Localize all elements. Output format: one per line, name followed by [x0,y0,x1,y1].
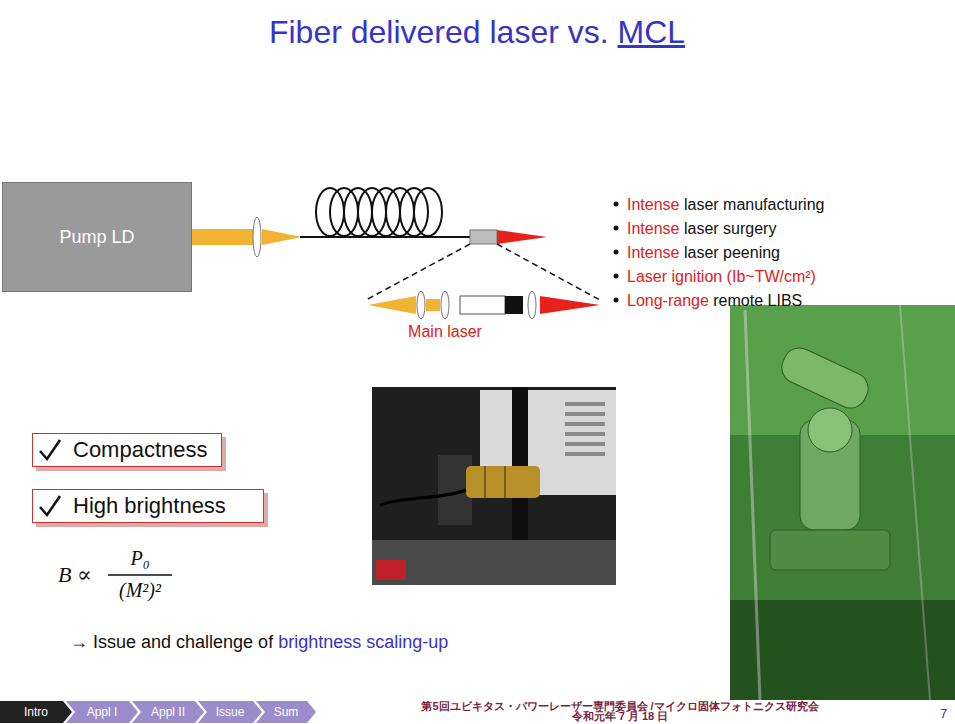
pump-beam-detail [426,299,440,311]
lens [253,217,261,257]
application-item: Long-range remote LIBS [627,291,802,310]
robot-base [770,530,890,570]
vent [565,452,605,456]
photo-ground [730,305,955,700]
lens [441,291,449,319]
tab-chevron [66,701,138,723]
bullet [614,298,619,303]
robot-arm [777,343,874,414]
page-number: 7 [940,706,947,722]
slide-title: Fiber delivered laser vs. MCL [269,14,685,51]
feature-box: High brightness [32,489,264,523]
tab-chevron [198,701,262,723]
nav-tab: Issue [198,701,262,723]
vent [565,442,605,446]
vent [565,422,605,426]
node-label: Pump LD [59,227,134,248]
bullet [614,226,619,231]
robot-joint [808,408,852,452]
fraction-bar [108,574,172,576]
nav-tab: Intro [0,701,72,723]
vent [565,432,605,436]
fiber-coil [316,188,442,236]
bullet [614,202,619,207]
fiber-cable [380,490,466,505]
tab-chevron [132,701,204,723]
node-label: High brightness [73,493,226,519]
red-part [376,560,406,580]
nav-tab: Sum [256,701,316,723]
pump-beam-detail [368,296,416,314]
tab-chevron [0,701,72,723]
vent [565,402,605,406]
lab-photo [372,387,616,585]
nav-tab: Appl I [66,701,138,723]
feature-box: Compactness [32,433,222,467]
node-label: Intro [24,705,48,719]
lens [528,291,536,319]
gain-medium [460,296,505,314]
laser-head [470,230,497,244]
glass-edge [900,305,930,700]
holder-ring [504,466,506,498]
photo-ground [372,387,616,585]
application-item: Intense laser peening [627,243,780,262]
output-beam [540,296,600,314]
formula-term: (M²)² [119,578,161,602]
lens [417,291,425,319]
pump-diode-box: Pump LD [2,182,192,292]
formula-term: B ∝ [58,562,92,588]
node-label: Appl II [151,705,185,719]
holder-ring [484,466,486,498]
zoom-line [497,244,600,300]
coil-loop [414,188,442,236]
zoom-line [366,244,470,300]
saturable-absorber [505,296,523,314]
bullets [614,202,619,303]
green-photo [730,305,955,700]
output-beam [497,230,547,244]
glass-edge [745,310,760,700]
shadow-area [730,600,955,700]
node-label: Compactness [73,437,208,463]
pump-beam [192,229,254,245]
part-label: Main laser [408,322,482,341]
footer-text: 令和元年 7 月 18 日 [572,711,669,722]
nav-tab: Appl II [132,701,204,723]
tab-chevron [256,701,316,723]
vent [565,412,605,416]
node-label: Sum [274,705,299,719]
formula-term: P₀ [130,546,149,570]
note: → Issue and challenge of brightness scal… [70,632,448,654]
checkmark [40,440,60,459]
table [372,540,616,585]
checkmark [40,496,60,515]
node-label: Issue [216,705,245,719]
application-item: Intense laser manufacturing [627,195,824,214]
bullet [614,250,619,255]
application-item: Intense laser surgery [627,219,776,238]
node-label: Appl I [87,705,118,719]
brass-holder [466,466,540,498]
bullet [614,274,619,279]
application-item: Laser ignition (Ib~TW/cm²) [627,267,816,286]
pump-beam-cone [262,229,302,245]
